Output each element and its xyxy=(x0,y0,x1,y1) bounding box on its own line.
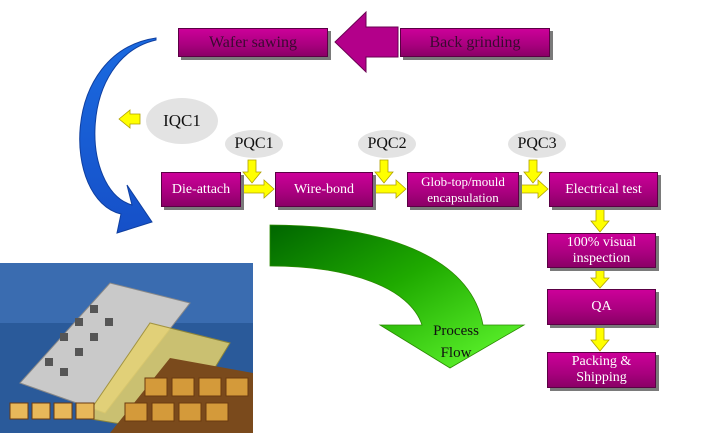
process-flow-label: Process Flow xyxy=(433,323,479,361)
yellow-right-arrow-3 xyxy=(519,179,549,199)
yellow-right-arrow-2 xyxy=(373,179,407,199)
electrical-test-box: Electrical test xyxy=(549,172,658,207)
back-grinding-box: Back grinding xyxy=(400,28,550,57)
blue-curved-arrow xyxy=(79,37,157,234)
green-process-flow-arrow xyxy=(269,224,526,369)
yellow-down-arrow-pqc3 xyxy=(523,159,543,184)
wafer-sawing-box: Wafer sawing xyxy=(178,28,328,57)
wire-bond-box: Wire-bond xyxy=(275,172,373,207)
yellow-down-arrow-test-visual xyxy=(590,208,610,233)
glob-top-box: Glob-top/mould encapsulation xyxy=(407,172,519,207)
yellow-down-arrow-visual-qa xyxy=(590,268,610,289)
chip-module-panels-photo xyxy=(0,263,253,433)
yellow-down-arrow-pqc1 xyxy=(242,159,262,184)
packing-shipping-box: Packing & Shipping xyxy=(547,352,656,388)
qa-box: QA xyxy=(547,289,656,325)
pqc3-bubble: PQC3 xyxy=(508,130,566,158)
yellow-down-arrow-qa-packing xyxy=(590,325,610,352)
pqc2-bubble: PQC2 xyxy=(358,130,416,158)
yellow-right-arrow-1 xyxy=(241,179,275,199)
yellow-down-arrow-pqc2 xyxy=(374,159,394,184)
iqc1-bubble: IQC1 xyxy=(146,98,218,144)
pqc1-bubble: PQC1 xyxy=(225,130,283,158)
yellow-arrow-iqc1 xyxy=(118,109,141,129)
visual-inspection-box: 100% visual inspection xyxy=(547,233,656,268)
magenta-left-arrow xyxy=(334,10,399,74)
die-attach-box: Die-attach xyxy=(161,172,241,207)
